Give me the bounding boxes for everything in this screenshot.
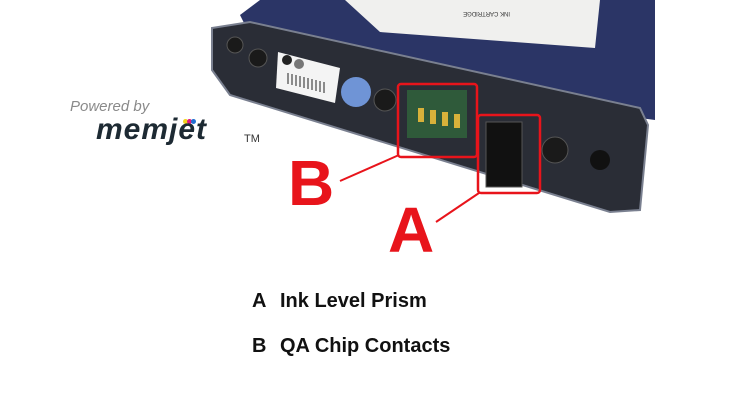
blue-plug [341, 77, 371, 107]
callout-letter-a: A [388, 194, 434, 266]
port [541, 136, 569, 164]
port [373, 88, 397, 112]
cartridge-label-text: INK CARTRIDGE [463, 10, 510, 16]
caption-letter: A [252, 290, 267, 312]
callout-box-a [476, 113, 542, 195]
caption-label: Ink Level Prism [280, 290, 427, 312]
callout-line-a [435, 192, 480, 223]
port [590, 150, 610, 170]
memjet-logo-dots [183, 111, 196, 129]
port [226, 36, 244, 54]
caption-b: B QA Chip Contacts [252, 335, 450, 358]
caption-a: A Ink Level Prism [252, 290, 427, 313]
caption-label: QA Chip Contacts [280, 335, 451, 357]
barcode [287, 73, 325, 93]
chip-contacts [418, 108, 460, 128]
powered-by-text: Powered by [70, 98, 150, 115]
ink-level-prism [485, 121, 523, 188]
callout-letter-b: B [288, 147, 334, 219]
port [248, 48, 268, 68]
memjet-logo: memjet [96, 113, 208, 146]
caption-letter: B [252, 335, 267, 357]
callout-line-b [339, 154, 400, 182]
cartridge-label [345, 0, 600, 48]
trademark: TM [244, 133, 260, 145]
